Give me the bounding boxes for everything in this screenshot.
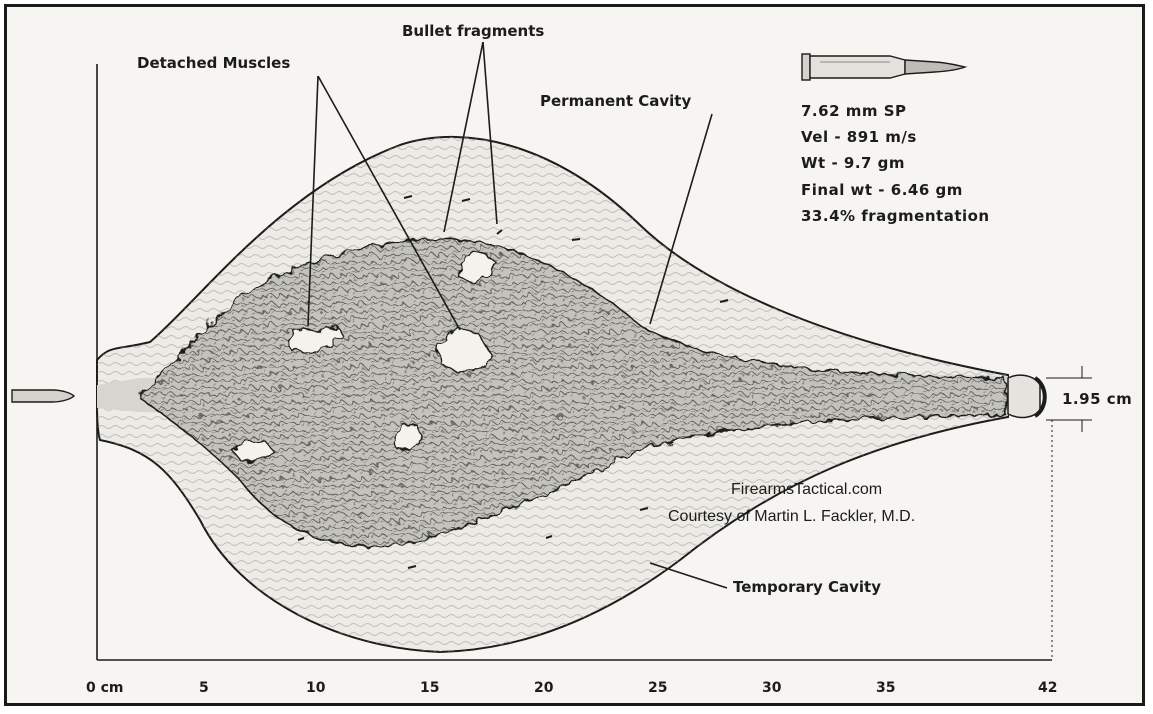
final-fragment-marker (1008, 366, 1092, 660)
temporary-cavity-pointer (650, 563, 727, 588)
incoming-bullet-icon (12, 390, 74, 402)
axis-tick: 25 (648, 680, 667, 696)
axis-tick: 20 (534, 680, 554, 696)
permanent-cavity-label: Permanent Cavity (540, 92, 691, 110)
spec-weight: Wt - 9.7 gm (801, 154, 905, 172)
temporary-cavity-label: Temporary Cavity (733, 578, 881, 596)
axis-tick: 42 (1038, 680, 1057, 696)
credit-site: FirearmsTactical.com (731, 481, 882, 498)
spec-caliber: 7.62 mm SP (801, 102, 907, 120)
bullet-specs: 7.62 mm SP Vel - 891 m/s Wt - 9.7 gm Fin… (801, 102, 990, 225)
bullet-fragments-label: Bullet fragments (402, 22, 544, 40)
cartridge-icon (802, 54, 965, 80)
axis-tick: 5 (199, 680, 209, 696)
axis-tick: 0 cm (86, 680, 124, 696)
credit-courtesy: Courtesy of Martin L. Fackler, M.D. (668, 508, 915, 525)
end-diameter-label: 1.95 cm (1062, 390, 1132, 408)
axis-tick: 10 (306, 680, 326, 696)
depth-axis-ticks: 0 cm 5 10 15 20 25 30 35 42 (86, 680, 1057, 696)
spec-velocity: Vel - 891 m/s (801, 128, 917, 146)
axis-tick: 30 (762, 680, 782, 696)
spec-fragmentation: 33.4% fragmentation (801, 207, 990, 225)
spec-final-weight: Final wt - 6.46 gm (801, 181, 963, 199)
axis-tick: 15 (420, 680, 439, 696)
detached-muscles-label: Detached Muscles (137, 54, 290, 72)
axis-tick: 35 (876, 680, 895, 696)
